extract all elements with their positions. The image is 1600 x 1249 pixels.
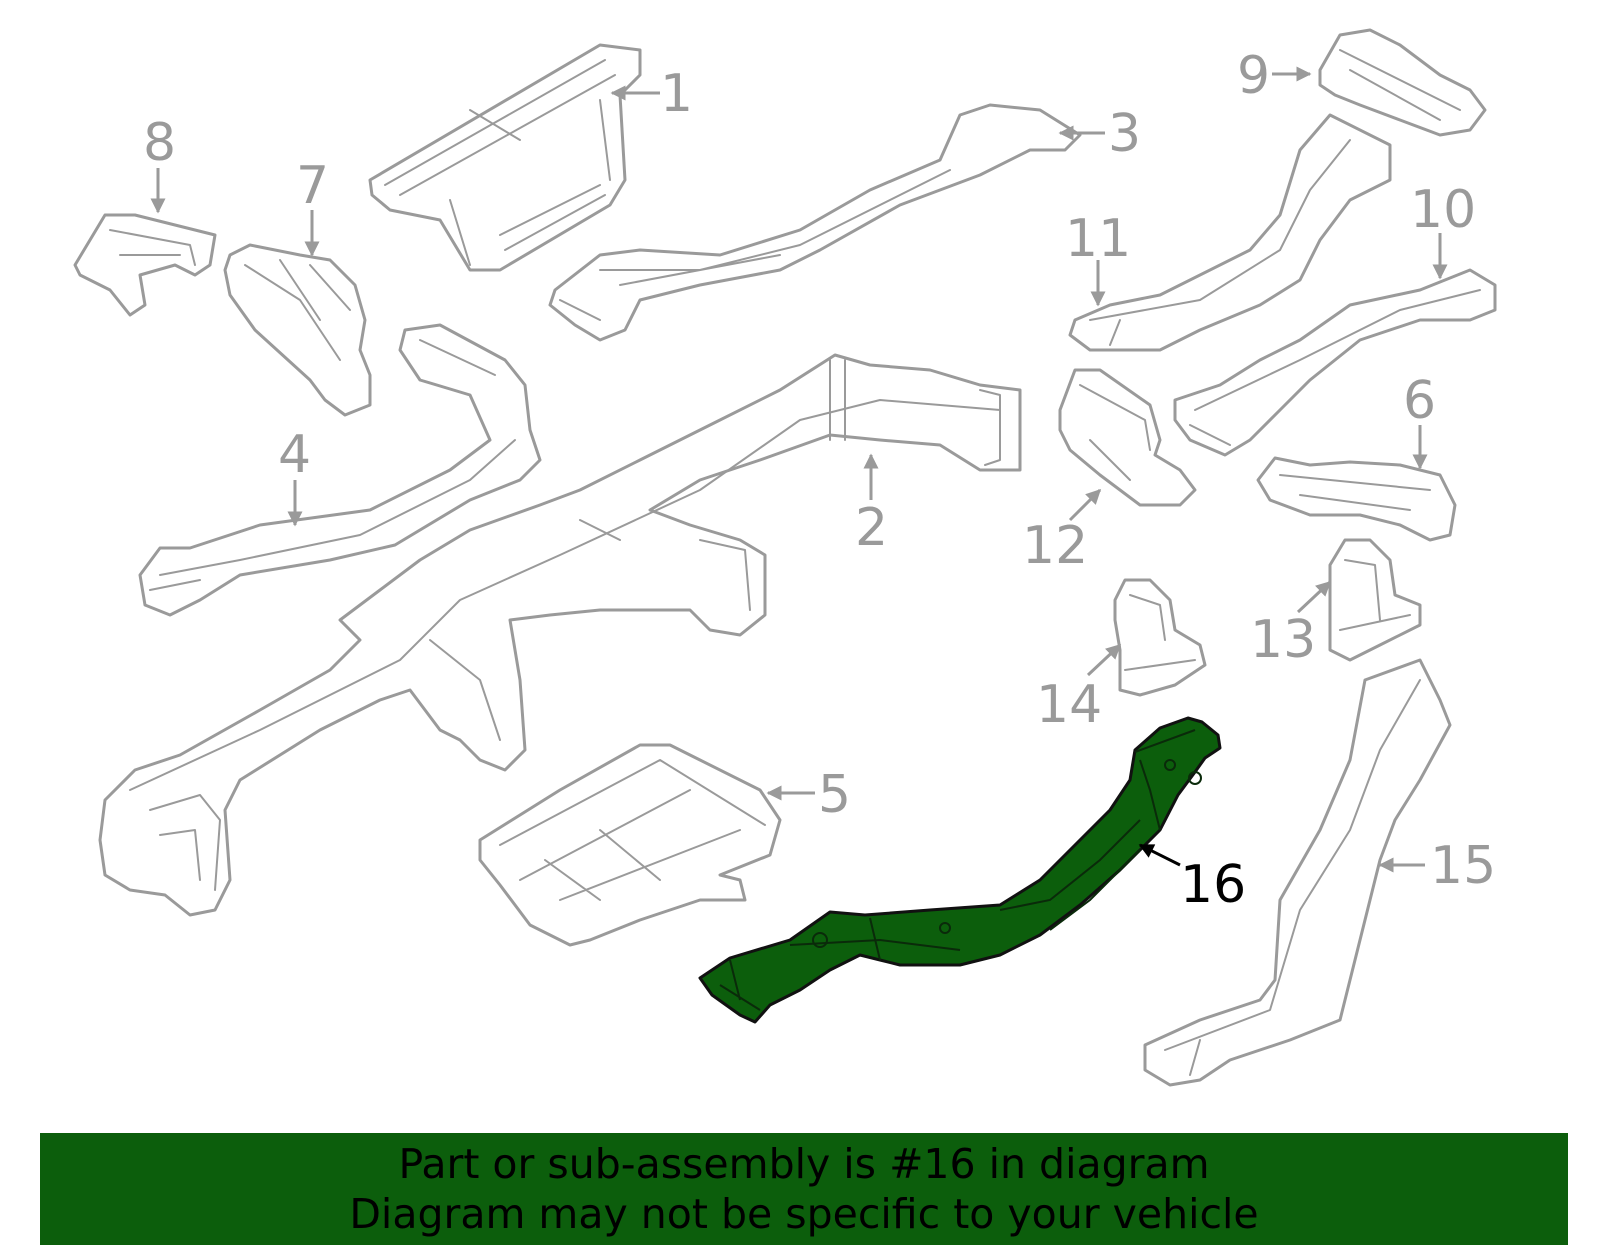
callout-2: 2	[855, 498, 888, 558]
callout-6: 6	[1403, 371, 1436, 431]
part-3-duct[interactable]	[548, 103, 1082, 342]
part-15-duct[interactable]	[1143, 658, 1452, 1087]
callout-12: 12	[1022, 516, 1088, 576]
part-2-duct[interactable]	[98, 353, 1022, 917]
part-6-bracket[interactable]	[1256, 456, 1457, 542]
part-11-duct[interactable]	[1068, 113, 1392, 352]
banner-line-2: Diagram may not be specific to your vehi…	[349, 1190, 1259, 1238]
callout-11: 11	[1065, 209, 1131, 269]
callout-13: 13	[1250, 610, 1316, 670]
leader-lines	[150, 66, 1448, 873]
part-16-highlighted[interactable]	[698, 716, 1222, 1024]
callout-8: 8	[143, 113, 176, 173]
info-banner: Part or sub-assembly is #16 in diagram D…	[40, 1133, 1568, 1245]
part-13-bracket[interactable]	[1328, 538, 1422, 662]
callout-1: 1	[660, 64, 693, 124]
part-7-duct[interactable]	[223, 243, 372, 417]
part-9-bracket[interactable]	[1318, 28, 1487, 137]
part-10-duct[interactable]	[1173, 268, 1497, 457]
callout-9: 9	[1237, 46, 1270, 106]
part-12-bracket[interactable]	[1058, 368, 1197, 507]
part-14-bracket[interactable]	[1113, 578, 1207, 697]
callout-4: 4	[278, 425, 311, 485]
banner-line-1: Part or sub-assembly is #16 in diagram	[398, 1140, 1210, 1188]
part-4-duct[interactable]	[138, 323, 542, 617]
callout-16: 16	[1180, 855, 1246, 915]
part-1-duct[interactable]	[368, 43, 642, 272]
part-5-tray[interactable]	[478, 743, 782, 947]
part-8-bracket[interactable]	[73, 213, 217, 317]
callout-numbers: 1 2 3 4 5 6 7 8 9 10 11 12 13 14 15 16	[143, 46, 1496, 915]
callout-14: 14	[1036, 675, 1102, 735]
callout-3: 3	[1108, 104, 1141, 164]
callout-10: 10	[1410, 180, 1476, 240]
callout-7: 7	[296, 156, 329, 216]
callout-15: 15	[1430, 836, 1496, 896]
callout-5: 5	[818, 765, 851, 825]
part-16-body[interactable]	[698, 716, 1222, 1024]
